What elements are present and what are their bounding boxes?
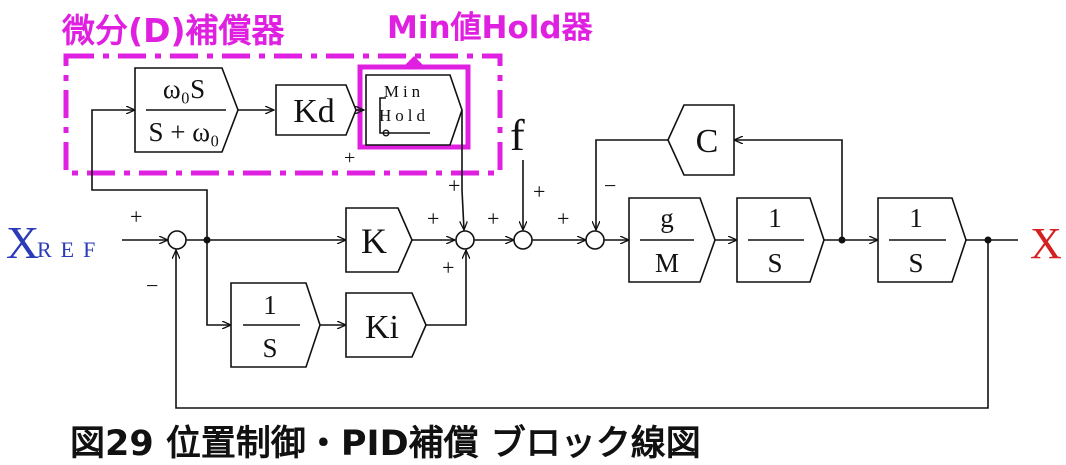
figure-caption: 図29 位置制御・PID補償 ブロック線図: [70, 423, 701, 464]
m-denominator: M: [655, 248, 679, 278]
sign-sum2-left: +: [427, 206, 439, 231]
min-hold-label: Min値Hold器: [387, 10, 594, 46]
min-hold-text-2: Hold: [379, 106, 429, 125]
integrator-2-denominator: S: [908, 248, 923, 278]
derivative-compensator-label: 微分(D)補償器: [61, 11, 286, 50]
ki-block: [345, 292, 427, 358]
branch-dot: [984, 236, 992, 244]
kd-block: [275, 84, 357, 136]
sum-junction-1: [167, 230, 187, 250]
min-hold-icon: [379, 97, 430, 134]
derivative-group-box: [63, 53, 503, 176]
min-hold-dot: [382, 129, 390, 137]
sign-sum1-feedback: −: [146, 273, 158, 298]
k-block: [345, 207, 413, 273]
kd-label: Kd: [293, 93, 335, 130]
integrator-1-numerator: 1: [768, 203, 782, 233]
sign-sum3-f: +: [533, 179, 545, 204]
signal-lines: [91, 110, 1018, 409]
sign-sum2-top: +: [448, 173, 460, 198]
branch-dot: [838, 236, 846, 244]
ki-label: Ki: [365, 309, 399, 346]
output-x-symbol: X: [1030, 219, 1062, 268]
g-numerator: g: [660, 203, 674, 233]
branch-dot: [203, 236, 211, 244]
derivative-numerator: ω₀S: [163, 74, 205, 104]
derivative-denominator: S + ω₀: [149, 117, 220, 147]
sum-junction-3: [513, 230, 533, 250]
c-block: [667, 104, 735, 176]
xref-symbol: X: [6, 217, 39, 268]
integrator-numerator: 1: [263, 290, 277, 320]
sign-sum4-c: −: [604, 173, 616, 198]
sum-junction-4: [585, 230, 605, 250]
disturbance-f-label: f: [510, 111, 525, 160]
sign-sum1-input: +: [130, 204, 142, 229]
min-hold-block: [365, 74, 463, 146]
sign-sum3-left: +: [487, 206, 499, 231]
c-label: C: [696, 123, 719, 160]
sum-junction-2: [455, 230, 475, 250]
min-hold-text-1: Min: [384, 82, 424, 101]
integrator-1-denominator: S: [767, 248, 782, 278]
integrator-denominator: S: [262, 333, 277, 363]
sign-sum2-deriv: +: [344, 147, 355, 169]
k-label: K: [361, 221, 387, 261]
xref-subscript: REF: [37, 237, 104, 262]
sign-sum4-left: +: [557, 206, 569, 231]
integrator-2-numerator: 1: [909, 203, 923, 233]
sign-sum2-bottom: +: [442, 255, 454, 280]
min-hold-pointer: [405, 56, 423, 65]
